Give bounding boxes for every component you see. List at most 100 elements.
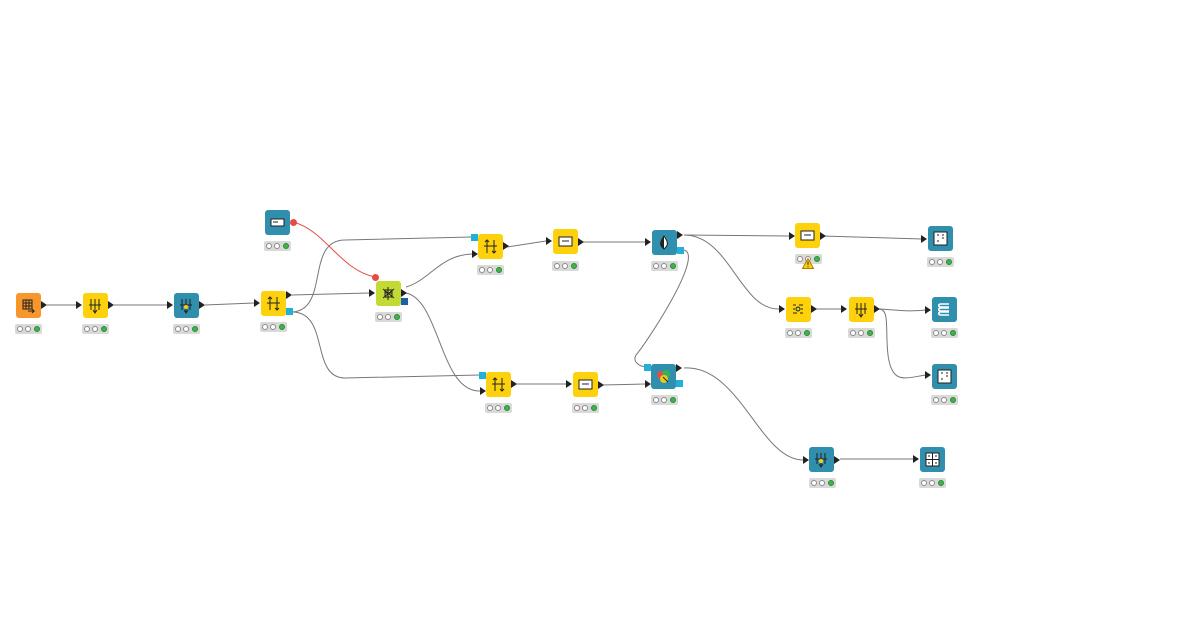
- status-light: [661, 263, 668, 269]
- input-port[interactable]: [369, 289, 375, 297]
- input-port[interactable]: [925, 306, 931, 314]
- input-port[interactable]: [841, 305, 847, 313]
- output-port[interactable]: [199, 301, 205, 309]
- partitioning-node[interactable]: [261, 291, 286, 316]
- node-status: [848, 328, 875, 338]
- input-port[interactable]: [472, 250, 478, 258]
- input-port[interactable]: [779, 305, 785, 313]
- rule-engine-node[interactable]: [553, 229, 578, 254]
- table-reader-node[interactable]: [16, 293, 41, 318]
- output-port[interactable]: [41, 301, 47, 309]
- column-filter-node[interactable]: [849, 297, 874, 322]
- output-port[interactable]: [820, 232, 826, 240]
- input-port[interactable]: [803, 456, 809, 464]
- predictor-node[interactable]: [478, 234, 503, 259]
- pivot-table-node[interactable]: [920, 447, 945, 472]
- connection[interactable]: [821, 235, 923, 240]
- input-port[interactable]: [76, 301, 82, 309]
- table-view-node[interactable]: [932, 364, 957, 389]
- input-port[interactable]: [645, 238, 651, 246]
- connection[interactable]: [683, 367, 804, 461]
- status-light: [661, 397, 668, 403]
- connection[interactable]: [405, 292, 481, 392]
- input-port[interactable]: [471, 234, 478, 241]
- connection[interactable]: [291, 311, 481, 379]
- color-manager-node[interactable]: [651, 364, 676, 389]
- input-port[interactable]: [566, 380, 572, 388]
- flow-variable-connection[interactable]: [292, 221, 376, 278]
- output-port[interactable]: [677, 231, 683, 239]
- status-light: [795, 330, 802, 336]
- status-light: [811, 480, 818, 486]
- input-port[interactable]: [254, 299, 260, 307]
- status-light: [945, 259, 952, 265]
- connection[interactable]: [878, 308, 927, 312]
- table-view-node[interactable]: [928, 226, 953, 251]
- input-port[interactable]: [479, 372, 486, 379]
- column-filter-node[interactable]: [83, 293, 108, 318]
- flow-variable-port[interactable]: [290, 219, 297, 226]
- node-status: [927, 257, 954, 267]
- status-light: [278, 324, 285, 330]
- database-writer-node[interactable]: [932, 297, 957, 322]
- column-filter-node[interactable]: [174, 293, 199, 318]
- model-output-port[interactable]: [401, 298, 408, 305]
- connection[interactable]: [405, 253, 473, 288]
- connection[interactable]: [291, 236, 473, 313]
- status-light: [797, 256, 804, 262]
- node-status: [15, 324, 42, 334]
- warning-icon: [802, 258, 814, 269]
- output-port[interactable]: [834, 456, 840, 464]
- output-port[interactable]: [511, 380, 517, 388]
- output-port[interactable]: [677, 247, 684, 254]
- input-port[interactable]: [644, 364, 651, 371]
- output-port[interactable]: [503, 242, 509, 250]
- node-status: [485, 403, 512, 413]
- output-port[interactable]: [286, 291, 292, 299]
- predictor-node[interactable]: [486, 372, 511, 397]
- column-filter-node[interactable]: [809, 447, 834, 472]
- input-port[interactable]: [167, 301, 173, 309]
- learner-icon: [382, 287, 395, 300]
- connection[interactable]: [878, 308, 927, 379]
- input-port[interactable]: [913, 455, 919, 463]
- status-light: [941, 397, 948, 403]
- output-port[interactable]: [401, 289, 407, 297]
- output-port[interactable]: [676, 380, 683, 387]
- rule-engine-node[interactable]: [573, 372, 598, 397]
- status-light: [487, 405, 494, 411]
- status-light: [819, 480, 826, 486]
- node-status: [931, 395, 958, 405]
- output-port[interactable]: [811, 305, 817, 313]
- input-port[interactable]: [480, 387, 486, 395]
- connection[interactable]: [204, 302, 255, 306]
- node-status: [260, 322, 287, 332]
- learner-node[interactable]: [376, 281, 401, 306]
- flow-variable-port[interactable]: [372, 274, 379, 281]
- output-port[interactable]: [108, 301, 114, 309]
- connection[interactable]: [683, 234, 790, 237]
- input-port[interactable]: [925, 371, 931, 379]
- output-port[interactable]: [578, 238, 584, 246]
- input-port[interactable]: [789, 232, 795, 240]
- connection[interactable]: [634, 249, 689, 368]
- predictor-icon: [484, 239, 497, 254]
- output-port[interactable]: [286, 308, 293, 315]
- input-port[interactable]: [645, 380, 651, 388]
- flow-variable-node[interactable]: [265, 210, 290, 235]
- input-port[interactable]: [921, 235, 927, 243]
- output-port[interactable]: [598, 381, 604, 389]
- connection[interactable]: [683, 234, 780, 310]
- connection[interactable]: [601, 383, 646, 386]
- output-port[interactable]: [676, 364, 682, 372]
- connection[interactable]: [506, 240, 547, 248]
- color-manager-icon: [657, 370, 670, 383]
- status-light: [653, 263, 660, 269]
- rule-engine-node[interactable]: [795, 223, 820, 248]
- scorer-node[interactable]: [652, 230, 677, 255]
- connection[interactable]: [291, 292, 370, 296]
- missing-value-node[interactable]: [786, 297, 811, 322]
- input-port[interactable]: [546, 237, 552, 245]
- output-port[interactable]: [874, 305, 880, 313]
